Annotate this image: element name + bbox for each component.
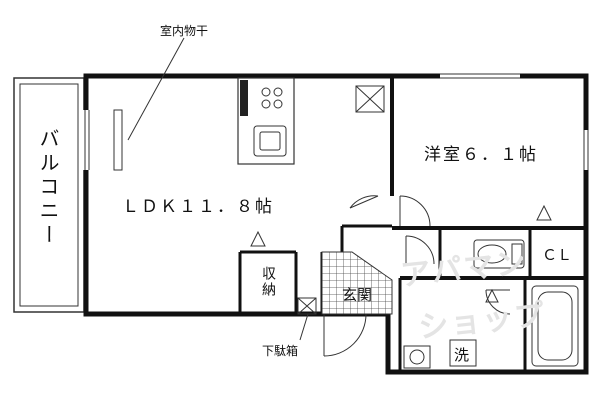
entrance-floor	[321, 251, 393, 315]
wash-basin-icon	[403, 345, 431, 369]
shoe-box-leader-line	[299, 313, 309, 341]
window-right	[583, 130, 589, 170]
marker-triangle	[485, 288, 499, 303]
drying-rod	[113, 109, 123, 171]
window-top	[440, 73, 520, 79]
kitchen-counter	[237, 77, 295, 165]
toilet-icon	[473, 239, 525, 269]
label-western-room: 洋室６．１帖	[424, 145, 538, 165]
door-wash	[485, 289, 511, 315]
marker-triangle	[536, 204, 552, 221]
label-entrance: 玄関	[342, 286, 373, 304]
label-closet: ＣＬ	[542, 246, 573, 264]
door-entrance	[323, 313, 367, 357]
label-ldk: ＬＤＫ１１．８帖	[122, 197, 274, 217]
door-ldk	[349, 195, 379, 209]
door-western-room	[399, 195, 431, 227]
label-shoe-box: 下駄箱	[262, 344, 299, 358]
window-balcony-side	[83, 110, 89, 170]
stove-icon	[261, 87, 283, 109]
sink-icon	[253, 125, 287, 157]
drying-leader-line	[127, 37, 185, 141]
label-balcony: バルコニー	[36, 128, 60, 248]
exterior-wall	[83, 73, 589, 375]
shoe-box	[297, 297, 317, 315]
door-hall	[405, 235, 435, 265]
range-hood	[240, 80, 248, 116]
bathtub-icon	[531, 285, 579, 367]
fridge-space	[355, 85, 385, 113]
label-washroom: 洗	[454, 346, 470, 364]
washing-machine-space	[449, 339, 477, 367]
label-storage: 収納	[260, 266, 276, 298]
marker-triangle	[250, 230, 266, 247]
balcony-railing	[19, 83, 79, 307]
label-indoor-drying: 室内物干	[160, 24, 209, 38]
